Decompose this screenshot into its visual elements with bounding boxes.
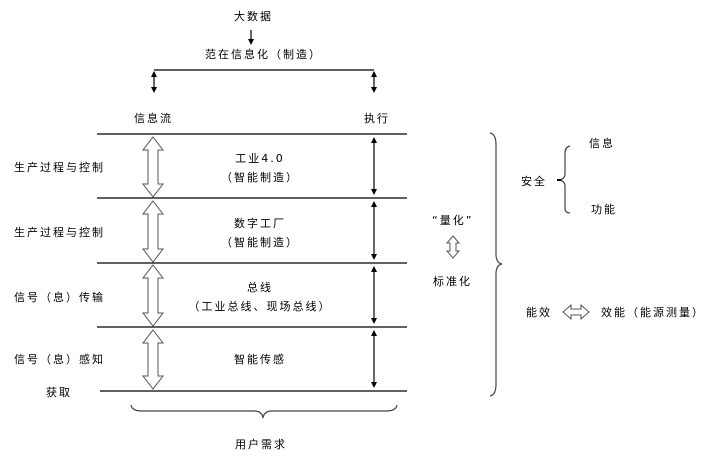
layer-title: 工业4.0 bbox=[235, 152, 285, 165]
info-flow-hollow-arrow bbox=[141, 136, 165, 198]
right-big-brace bbox=[489, 132, 503, 397]
efficiency-energy-measurement-label: 效能（能源测量） bbox=[601, 306, 705, 319]
pervasive-informatization-label: 范在信息化（制造） bbox=[205, 48, 322, 61]
layer-left-label: 生产过程与控制 bbox=[14, 226, 105, 239]
security-label: 安全 bbox=[521, 175, 547, 188]
layer-title: 数字工厂 bbox=[234, 217, 286, 230]
security-item-function: 功能 bbox=[591, 203, 617, 216]
big-data-label: 大数据 bbox=[234, 10, 273, 23]
standardize-label: 标准化 bbox=[433, 275, 472, 288]
info-flow-label: 信息流 bbox=[134, 112, 173, 125]
info-flow-hollow-arrow bbox=[141, 200, 165, 263]
layer-subtitle: （智能制造） bbox=[221, 236, 299, 249]
layer-title: 智能传感 bbox=[234, 353, 286, 366]
info-flow-hollow-arrow bbox=[141, 329, 165, 390]
layer-subtitle: （智能制造） bbox=[221, 171, 299, 184]
security-item-info: 信息 bbox=[589, 137, 615, 150]
layer-left-label: 信号（息）感知 bbox=[14, 353, 105, 366]
energy-efficiency-label: 能效 bbox=[526, 306, 552, 319]
layer-left-label: 信号（息）传输 bbox=[14, 291, 105, 304]
quantify-label: “量化” bbox=[432, 214, 474, 227]
quantify-standardize-arrow bbox=[445, 235, 461, 259]
layer-subtitle: （工业总线、现场总线） bbox=[188, 300, 332, 313]
energy-efficiency-arrow bbox=[562, 303, 590, 321]
user-demand-label: 用户需求 bbox=[235, 438, 287, 451]
bottom-brace bbox=[130, 404, 398, 419]
acquisition-label: 获取 bbox=[46, 386, 72, 399]
layer-left-label: 生产过程与控制 bbox=[14, 161, 105, 174]
info-flow-hollow-arrow bbox=[141, 264, 165, 327]
execution-label: 执行 bbox=[364, 112, 390, 125]
layer-title: 总线 bbox=[247, 281, 273, 294]
